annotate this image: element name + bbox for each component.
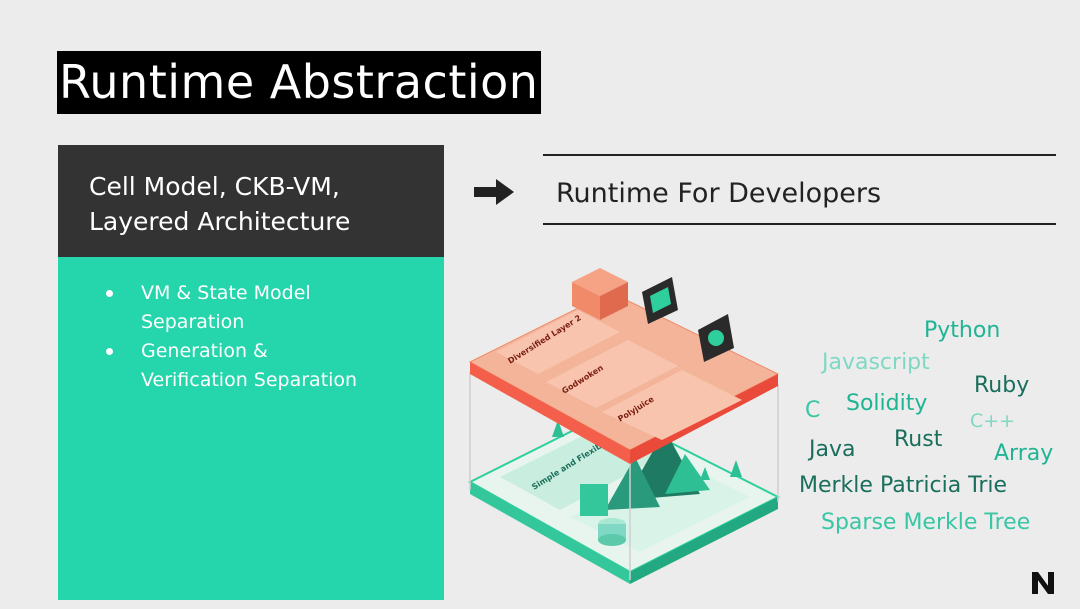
left-panel-header: Cell Model, CKB-VM, Layered Architecture	[58, 145, 444, 257]
bullet-dot-icon	[106, 290, 113, 297]
divider-top	[543, 154, 1056, 156]
bullet-text: Verification Separation	[141, 369, 358, 391]
language-solidity: Solidity	[846, 391, 928, 416]
runtime-title: Runtime For Developers	[556, 178, 882, 209]
tree-icon	[700, 467, 710, 480]
language-javascript: Javascript	[822, 350, 930, 375]
bullet-text: Separation	[141, 311, 245, 333]
language-rust: Rust	[894, 427, 943, 452]
right-arrow-icon	[474, 179, 514, 205]
layered-architecture-illustration: Simple and Flexible Layer 1 Diversified …	[467, 268, 781, 584]
block-icon	[580, 484, 608, 516]
bullet-item: Generation & Verification Separation	[106, 337, 357, 395]
left-header-line-2: Layered Architecture	[89, 207, 351, 236]
divider-bottom	[543, 223, 1056, 225]
brand-logo-icon	[1032, 572, 1054, 594]
structure-array: Array	[994, 441, 1054, 466]
language-java: Java	[809, 437, 856, 462]
tree-icon	[552, 420, 564, 437]
bullet-list: VM & State Model Separation Generation &…	[106, 279, 357, 395]
language-cpp: C++	[970, 410, 1016, 432]
bullet-text: VM & State Model	[141, 282, 311, 304]
left-header-line-1: Cell Model, CKB-VM,	[89, 172, 340, 201]
layer2-platform: Diversified Layer 2 Godwoken Polyjuice	[468, 268, 780, 464]
language-python: Python	[924, 318, 1001, 343]
structure-merkle-patricia-trie: Merkle Patricia Trie	[799, 473, 1008, 498]
tree-icon	[730, 460, 742, 477]
bullet-dot-icon	[106, 348, 113, 355]
language-c: C	[805, 398, 821, 423]
language-ruby: Ruby	[974, 373, 1030, 398]
bullet-item: VM & State Model Separation	[106, 279, 357, 337]
bullet-text: Generation &	[141, 340, 268, 362]
slide-title: Runtime Abstraction	[57, 51, 542, 114]
structure-sparse-merkle-tree: Sparse Merkle Tree	[821, 510, 1031, 535]
left-panel-body: VM & State Model Separation Generation &…	[58, 257, 444, 600]
